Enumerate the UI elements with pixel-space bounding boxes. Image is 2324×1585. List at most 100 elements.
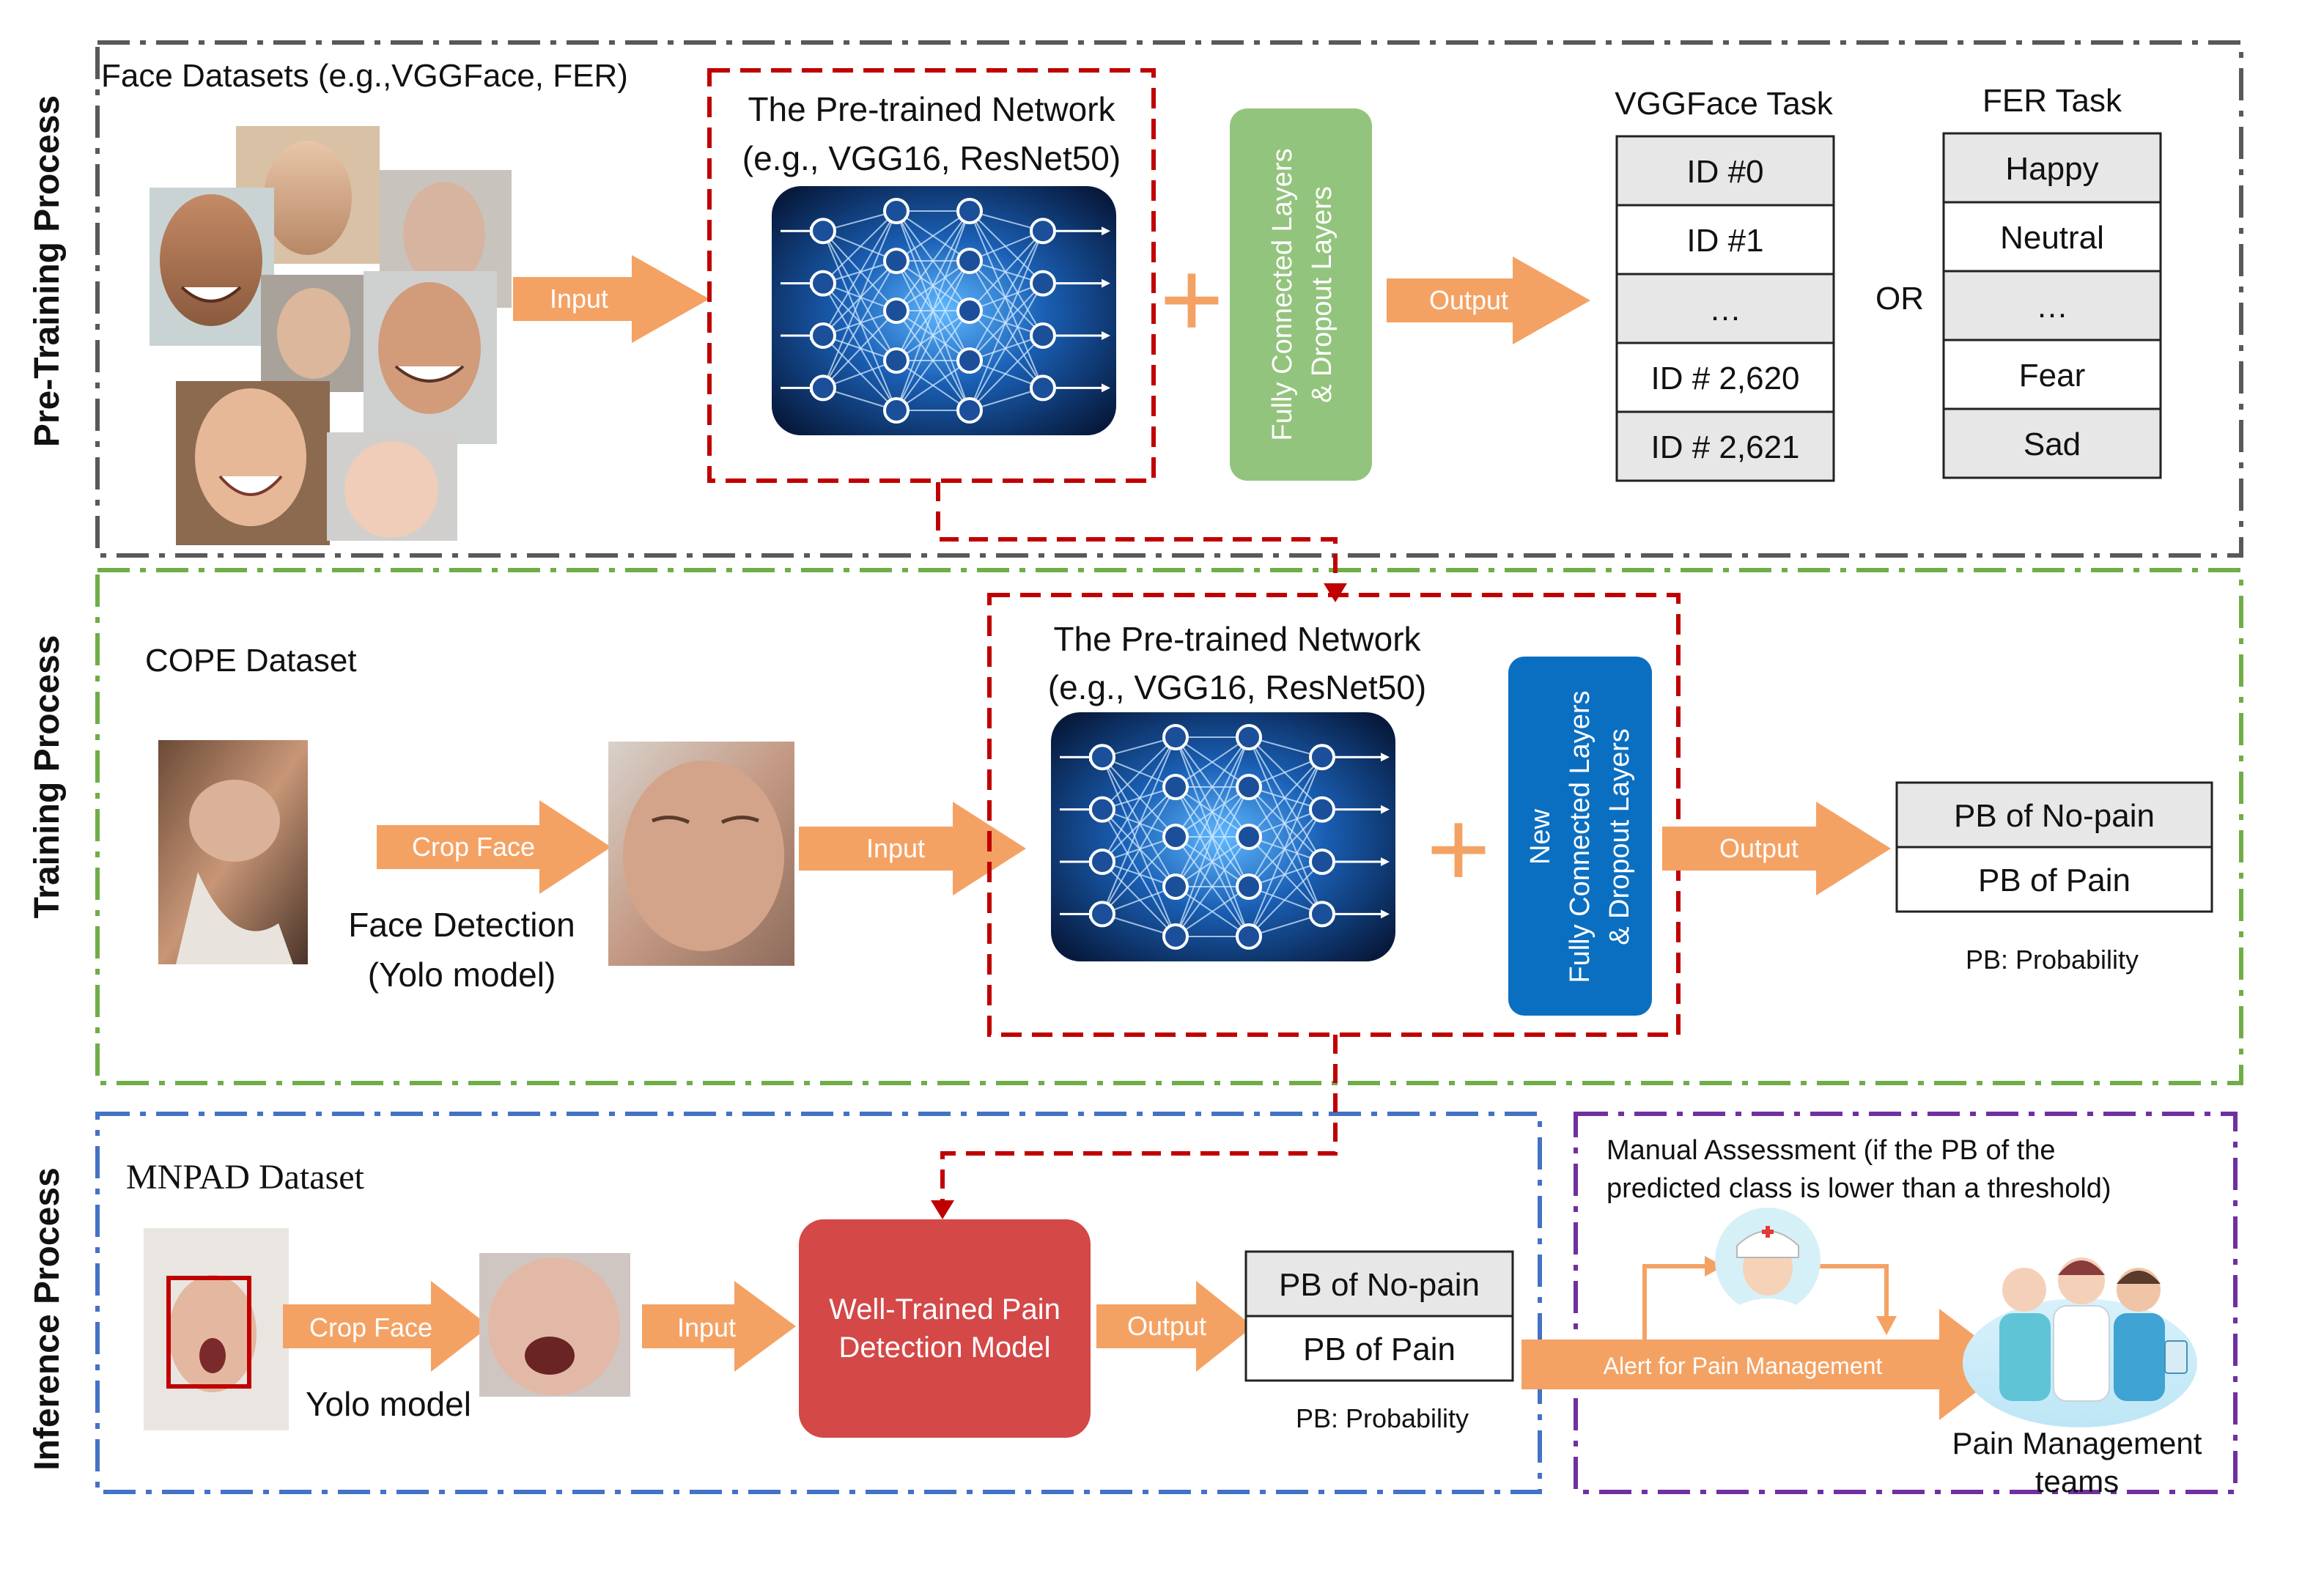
vggface-class-label: ID # 2,620: [1650, 361, 1799, 396]
network-node: [1162, 724, 1189, 750]
fer-task-title: FER Task: [1982, 83, 2122, 119]
mnpad-dataset-title: MNPAD Dataset: [126, 1158, 365, 1197]
manual-assessment-line1: Manual Assessment (if the PB of the: [1606, 1135, 2056, 1166]
nurse-icon: [1715, 1208, 1821, 1313]
network-node: [1030, 270, 1056, 297]
face-collage: [150, 126, 512, 545]
inference-section-label: Inference Process: [28, 1167, 67, 1471]
fer-class-label: Neutral: [2000, 220, 2104, 256]
fer-class-label: Happy: [2005, 151, 2098, 187]
network-node: [1089, 744, 1115, 771]
fer-class-label: Fear: [2019, 358, 2085, 394]
pretraining-section-border: [95, 40, 2243, 558]
cope-cropped-face: [608, 742, 794, 966]
vggface-class-label: ID #0: [1686, 154, 1763, 190]
network-node: [883, 248, 910, 274]
network-node: [883, 298, 910, 324]
training-output-arrow: Output: [1662, 802, 1891, 895]
network-node: [883, 198, 910, 224]
training-neural-network-icon: [1051, 712, 1395, 961]
yolo-model-label: Yolo model: [306, 1385, 471, 1423]
pretraining-network-box: [707, 68, 1156, 483]
fer-class-box: [1942, 339, 2162, 410]
inference-section-border: [95, 1112, 1542, 1494]
network-node: [1236, 824, 1262, 850]
cope-dataset-title: COPE Dataset: [145, 643, 357, 679]
pretraining-plus-icon: +: [1159, 237, 1224, 361]
training-plus-icon: +: [1426, 787, 1491, 910]
svg-text:New: New: [1525, 808, 1556, 865]
training-class-label: PB of Pain: [1978, 862, 2131, 898]
pain-management-team-label-2: teams: [2035, 1464, 2119, 1499]
vggface-class-box: [1615, 410, 1835, 482]
or-label: OR: [1875, 281, 1924, 317]
network-node: [1236, 774, 1262, 800]
fer-class-box: [1942, 132, 2162, 204]
fer-class-box: [1942, 201, 2162, 273]
network-node: [1162, 923, 1189, 950]
vggface-class-label: …: [1709, 292, 1741, 328]
training-crop-face-arrow: Crop Face: [377, 800, 611, 894]
manual-branch-arrows: [1642, 1256, 1897, 1340]
svg-text:Crop Face: Crop Face: [309, 1312, 432, 1342]
manual-section-border: [1574, 1112, 2238, 1494]
network-node: [1030, 322, 1056, 349]
training-input-arrow: Input: [799, 802, 1026, 895]
svg-text:Input: Input: [550, 284, 608, 314]
inference-input-arrow: Input: [642, 1281, 796, 1372]
vggface-task-title: VGGFace Task: [1615, 86, 1834, 122]
svg-text:Output: Output: [1429, 285, 1508, 315]
alert-arrow: Alert for Pain Management: [1521, 1309, 2013, 1420]
training-section-label: Training Process: [28, 635, 67, 919]
training-network-title: The Pre-trained Network: [1053, 620, 1421, 658]
svg-text:& Dropout Layers: & Dropout Layers: [1604, 728, 1635, 945]
svg-text:Output: Output: [1719, 833, 1799, 863]
network-node: [883, 347, 910, 374]
svg-text:& Dropout Layers: & Dropout Layers: [1307, 186, 1338, 403]
training-class-list: PB of No-pain PB of Pain: [1895, 781, 2213, 913]
network-node: [1236, 873, 1262, 900]
inference-pb-note: PB: Probability: [1296, 1403, 1469, 1433]
svg-text:Input: Input: [866, 833, 925, 863]
training-new-fc-layers-block: New Fully Connected Layers & Dropout Lay…: [1508, 657, 1652, 1016]
pain-management-team-icon: [1963, 1257, 2197, 1427]
mnpad-cropped-face: [479, 1253, 630, 1397]
network-node: [1309, 901, 1335, 928]
pain-management-team-label-1: Pain Management: [1952, 1426, 2202, 1460]
inference-class-label: PB of No-pain: [1279, 1267, 1480, 1303]
network-node: [956, 347, 983, 374]
pretraining-section-label: Pre-Training Process: [28, 95, 67, 447]
network-node: [810, 374, 836, 402]
mnpad-baby-photo: [144, 1228, 289, 1430]
vggface-class-box: [1615, 273, 1835, 344]
svg-text:Crop Face: Crop Face: [412, 832, 535, 862]
network-node: [1236, 923, 1262, 950]
cope-baby-photo: [158, 740, 308, 964]
network-node: [956, 298, 983, 324]
transfer-connector-bottom-arrowhead: [931, 1200, 954, 1219]
network-node: [883, 397, 910, 424]
network-node: [1162, 774, 1189, 800]
training-class-label: PB of No-pain: [1954, 798, 2155, 834]
vggface-class-box: [1615, 341, 1835, 413]
svg-text:Input: Input: [677, 1312, 736, 1342]
well-trained-model-block: Well-Trained Pain Detection Model: [799, 1219, 1091, 1438]
network-node: [810, 322, 836, 349]
pretraining-network-subtitle: (e.g., VGG16, ResNet50): [742, 139, 1121, 177]
network-node: [956, 397, 983, 424]
network-node: [956, 248, 983, 274]
pretraining-fc-layers-block: Fully Connected Layers & Dropout Layers: [1230, 108, 1372, 481]
network-node: [956, 198, 983, 224]
network-node: [1162, 824, 1189, 850]
training-class-box: [1895, 781, 2213, 849]
inference-crop-face-arrow: Crop Face: [283, 1281, 490, 1372]
pretraining-output-arrow: Output: [1387, 256, 1590, 344]
network-node: [1089, 796, 1115, 823]
network-node: [1309, 796, 1335, 823]
inference-class-box: [1244, 1315, 1514, 1382]
svg-text:Fully Connected Layers: Fully Connected Layers: [1267, 148, 1298, 440]
fer-class-box: [1942, 270, 2162, 341]
